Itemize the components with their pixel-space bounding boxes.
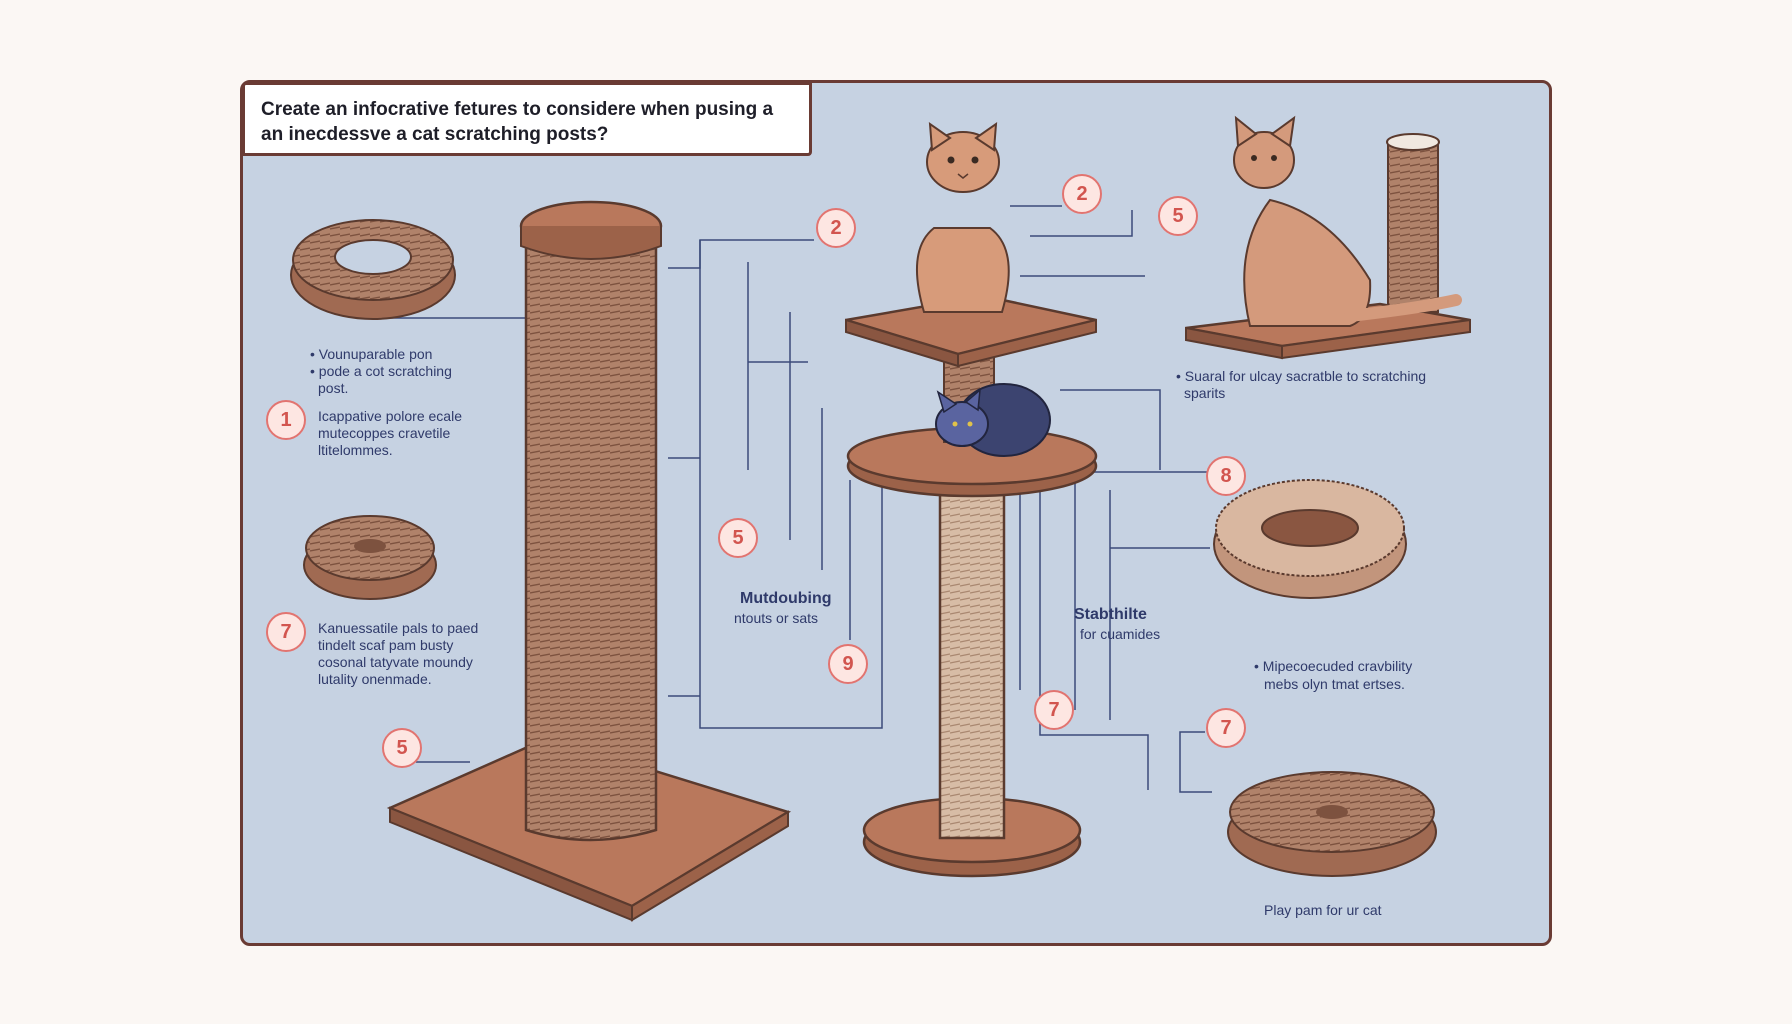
badge-2-left: 2 [816,208,856,248]
label-feature-7-line-2: tindelt scaf pam busty [318,637,454,653]
label-mid-right-heading: Stabthilte [1074,606,1147,623]
label-post-description-3: post. [318,380,349,396]
label-post-description-2: • pode a cot scratching [310,363,452,379]
tall-scratching-post [386,200,792,922]
label-post-description-1: • Vounuparable pon [310,346,433,362]
cat-curled-blue [935,383,1051,457]
cat-sitting-top [915,121,1010,313]
label-feature-1-line-1: Icappative polore ecale [318,408,462,424]
rope-scratch-pad [1227,771,1437,877]
badge-5-mid: 5 [718,518,758,558]
page-title: Create an infocrative fetures to conside… [242,82,812,156]
label-right-top-line-2: sparits [1184,385,1226,401]
label-mid-left-sub: ntouts or sats [734,610,819,626]
cat-tower [845,294,1098,878]
label-feature-7-line-3: cosonal tatyvate moundy [318,654,473,670]
fluffy-cat-bed [1213,479,1407,599]
label-mid-left-heading: Mutdoubing [740,590,832,607]
label-feature-7-line-1: Kanuessatile pals to paed [318,620,479,636]
badge-5-top: 5 [1158,196,1198,236]
cat-with-small-post [1185,115,1471,360]
badge-1: 1 [266,400,306,440]
label-bottom-right: Play pam for ur cat [1264,902,1382,918]
label-bed-line-2: mebs olyn tmat ertses. [1264,676,1405,692]
rope-ring-small-top [290,219,456,320]
label-mid-right-sub: for cuamides [1080,626,1161,642]
badge-2-right: 2 [1062,174,1102,214]
label-bed-line-1: • Mipecoecuded cravbility [1254,658,1413,674]
label-feature-7-line-4: lutality onenmade. [318,671,432,687]
badge-8: 8 [1206,456,1246,496]
rope-coil-small [303,515,437,600]
label-feature-1-line-3: ltitelommes. [318,442,393,458]
label-feature-1-line-2: mutecoppes cravetile [318,425,451,441]
badge-7-left: 7 [266,612,306,652]
badge-7-mid: 7 [1034,690,1074,730]
connector-lines [388,205,1212,793]
badge-5-left: 5 [382,728,422,768]
badge-7-right: 7 [1206,708,1246,748]
badge-9: 9 [828,644,868,684]
label-right-top-line-1: • Suaral for ulcay sacratble to scratchi… [1176,368,1427,384]
